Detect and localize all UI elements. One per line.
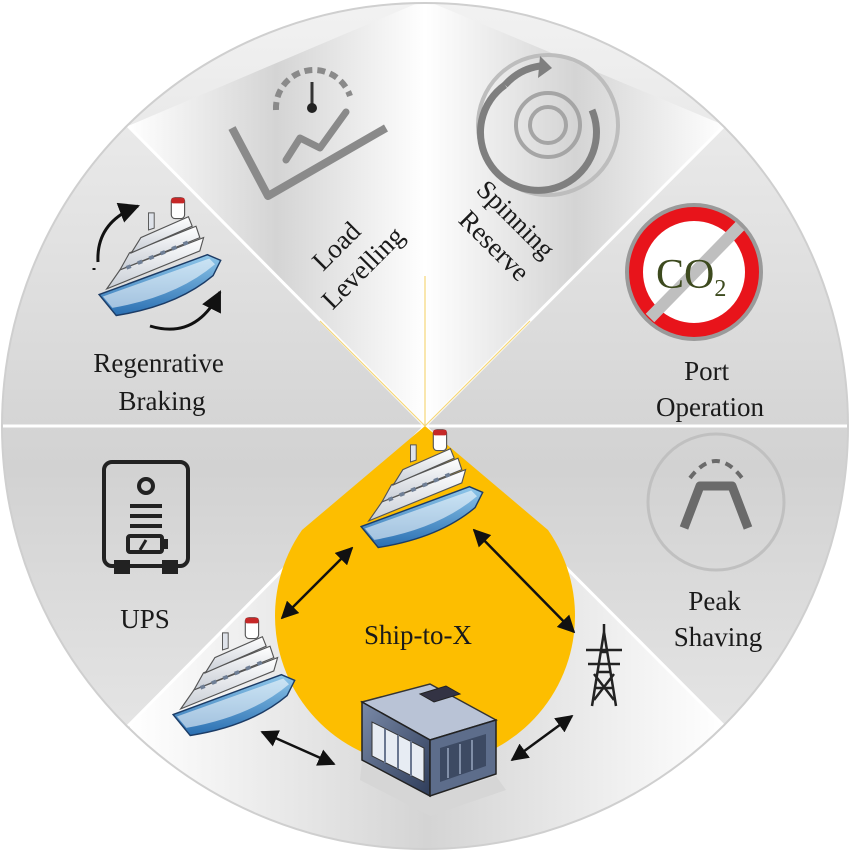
center-hub <box>275 276 575 766</box>
peak-shaving-label: Peak Shaving <box>674 586 763 652</box>
segment-spinning-reserve <box>425 3 726 426</box>
building-icon <box>360 683 506 816</box>
no-co2-icon: CO2 <box>625 203 763 341</box>
ups-label: UPS <box>120 604 170 634</box>
ship-cycle-arrows-icon <box>92 196 222 331</box>
regenerative-braking-label: Regenrative Braking <box>93 348 230 416</box>
segment-load-levelling <box>128 3 425 426</box>
ups-battery-icon <box>102 460 190 574</box>
peak-curve-icon <box>646 432 786 572</box>
transmission-tower-icon <box>586 624 622 707</box>
load-levelling-icon <box>228 67 388 200</box>
ship-to-x-arrows <box>260 528 576 766</box>
ship-grid-network-icon <box>172 428 622 816</box>
svg-text:CO2: CO2 <box>656 252 726 302</box>
spinning-arrow-icon <box>476 53 620 197</box>
port-operation-label: Port Operation <box>656 356 764 422</box>
ship-to-x-label: Ship-to-X <box>364 620 473 650</box>
